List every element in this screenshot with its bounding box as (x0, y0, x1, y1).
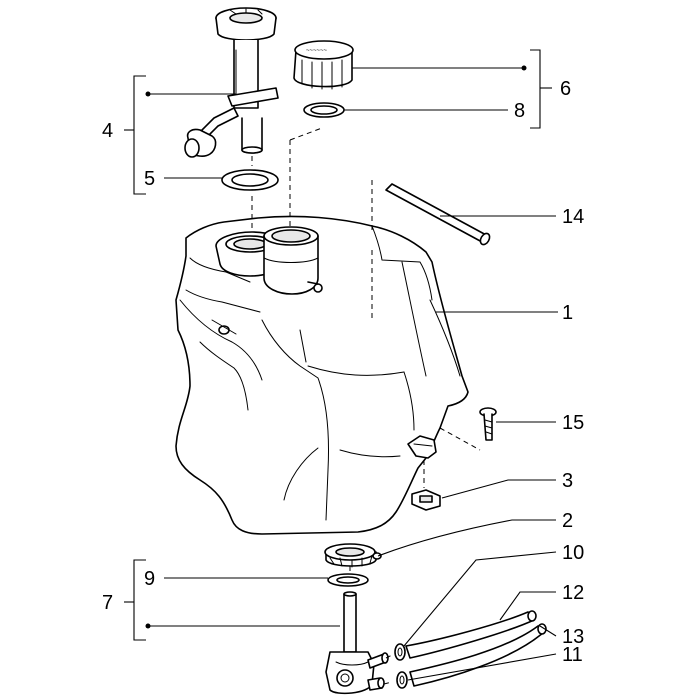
tap-ring-nut (324, 543, 382, 568)
fuel-tap (325, 591, 389, 695)
callout-6: 6 (560, 78, 571, 100)
cap-seal-ring (303, 102, 345, 118)
tank-filler-necks (215, 226, 323, 295)
cap-brand-marking: ~~~~~~ (306, 48, 328, 54)
cap-assembly-line-top (289, 127, 323, 141)
callout-1: 1 (562, 302, 573, 324)
callout-11: 11 (562, 644, 583, 666)
group-bracket-7 (124, 559, 151, 641)
hose-clip-lower (396, 671, 408, 689)
mounting-screw (479, 407, 497, 441)
callout-4: 4 (102, 120, 113, 142)
callout-9: 9 (144, 568, 155, 590)
callout-13: 13 (562, 626, 584, 648)
filler-cap: ~~~~~~ (293, 40, 354, 90)
callout-2: 2 (562, 510, 573, 532)
callout-3: 3 (562, 470, 573, 492)
sender-gasket (221, 169, 279, 191)
hose-assembly-line-upper (385, 653, 395, 659)
fuel-hose-upper (405, 610, 537, 659)
callout-7: 7 (102, 592, 113, 614)
hose-assembly-line-lower (383, 681, 393, 685)
callout-5: 5 (144, 168, 155, 190)
callout-15: 15 (562, 412, 584, 434)
leader-lines (148, 67, 558, 681)
hose-clip-upper (394, 643, 406, 661)
callout-10: 10 (562, 542, 584, 564)
clip-nut (411, 489, 441, 511)
fuel-tank (175, 215, 469, 535)
fuel-level-sender (184, 7, 279, 158)
callout-12: 12 (562, 582, 584, 604)
tank-outlet-bracket (407, 435, 437, 459)
group-bracket-6 (521, 49, 552, 129)
callout-14: 14 (562, 206, 584, 228)
callout-8: 8 (514, 100, 525, 122)
group-bracket-4 (124, 75, 151, 195)
vent-tube (385, 183, 491, 246)
tap-gasket (327, 573, 369, 587)
screw-assembly-line (439, 427, 481, 451)
callout-labels: 1 2 3 4 5 6 7 8 9 10 11 12 13 14 15 (102, 78, 584, 666)
